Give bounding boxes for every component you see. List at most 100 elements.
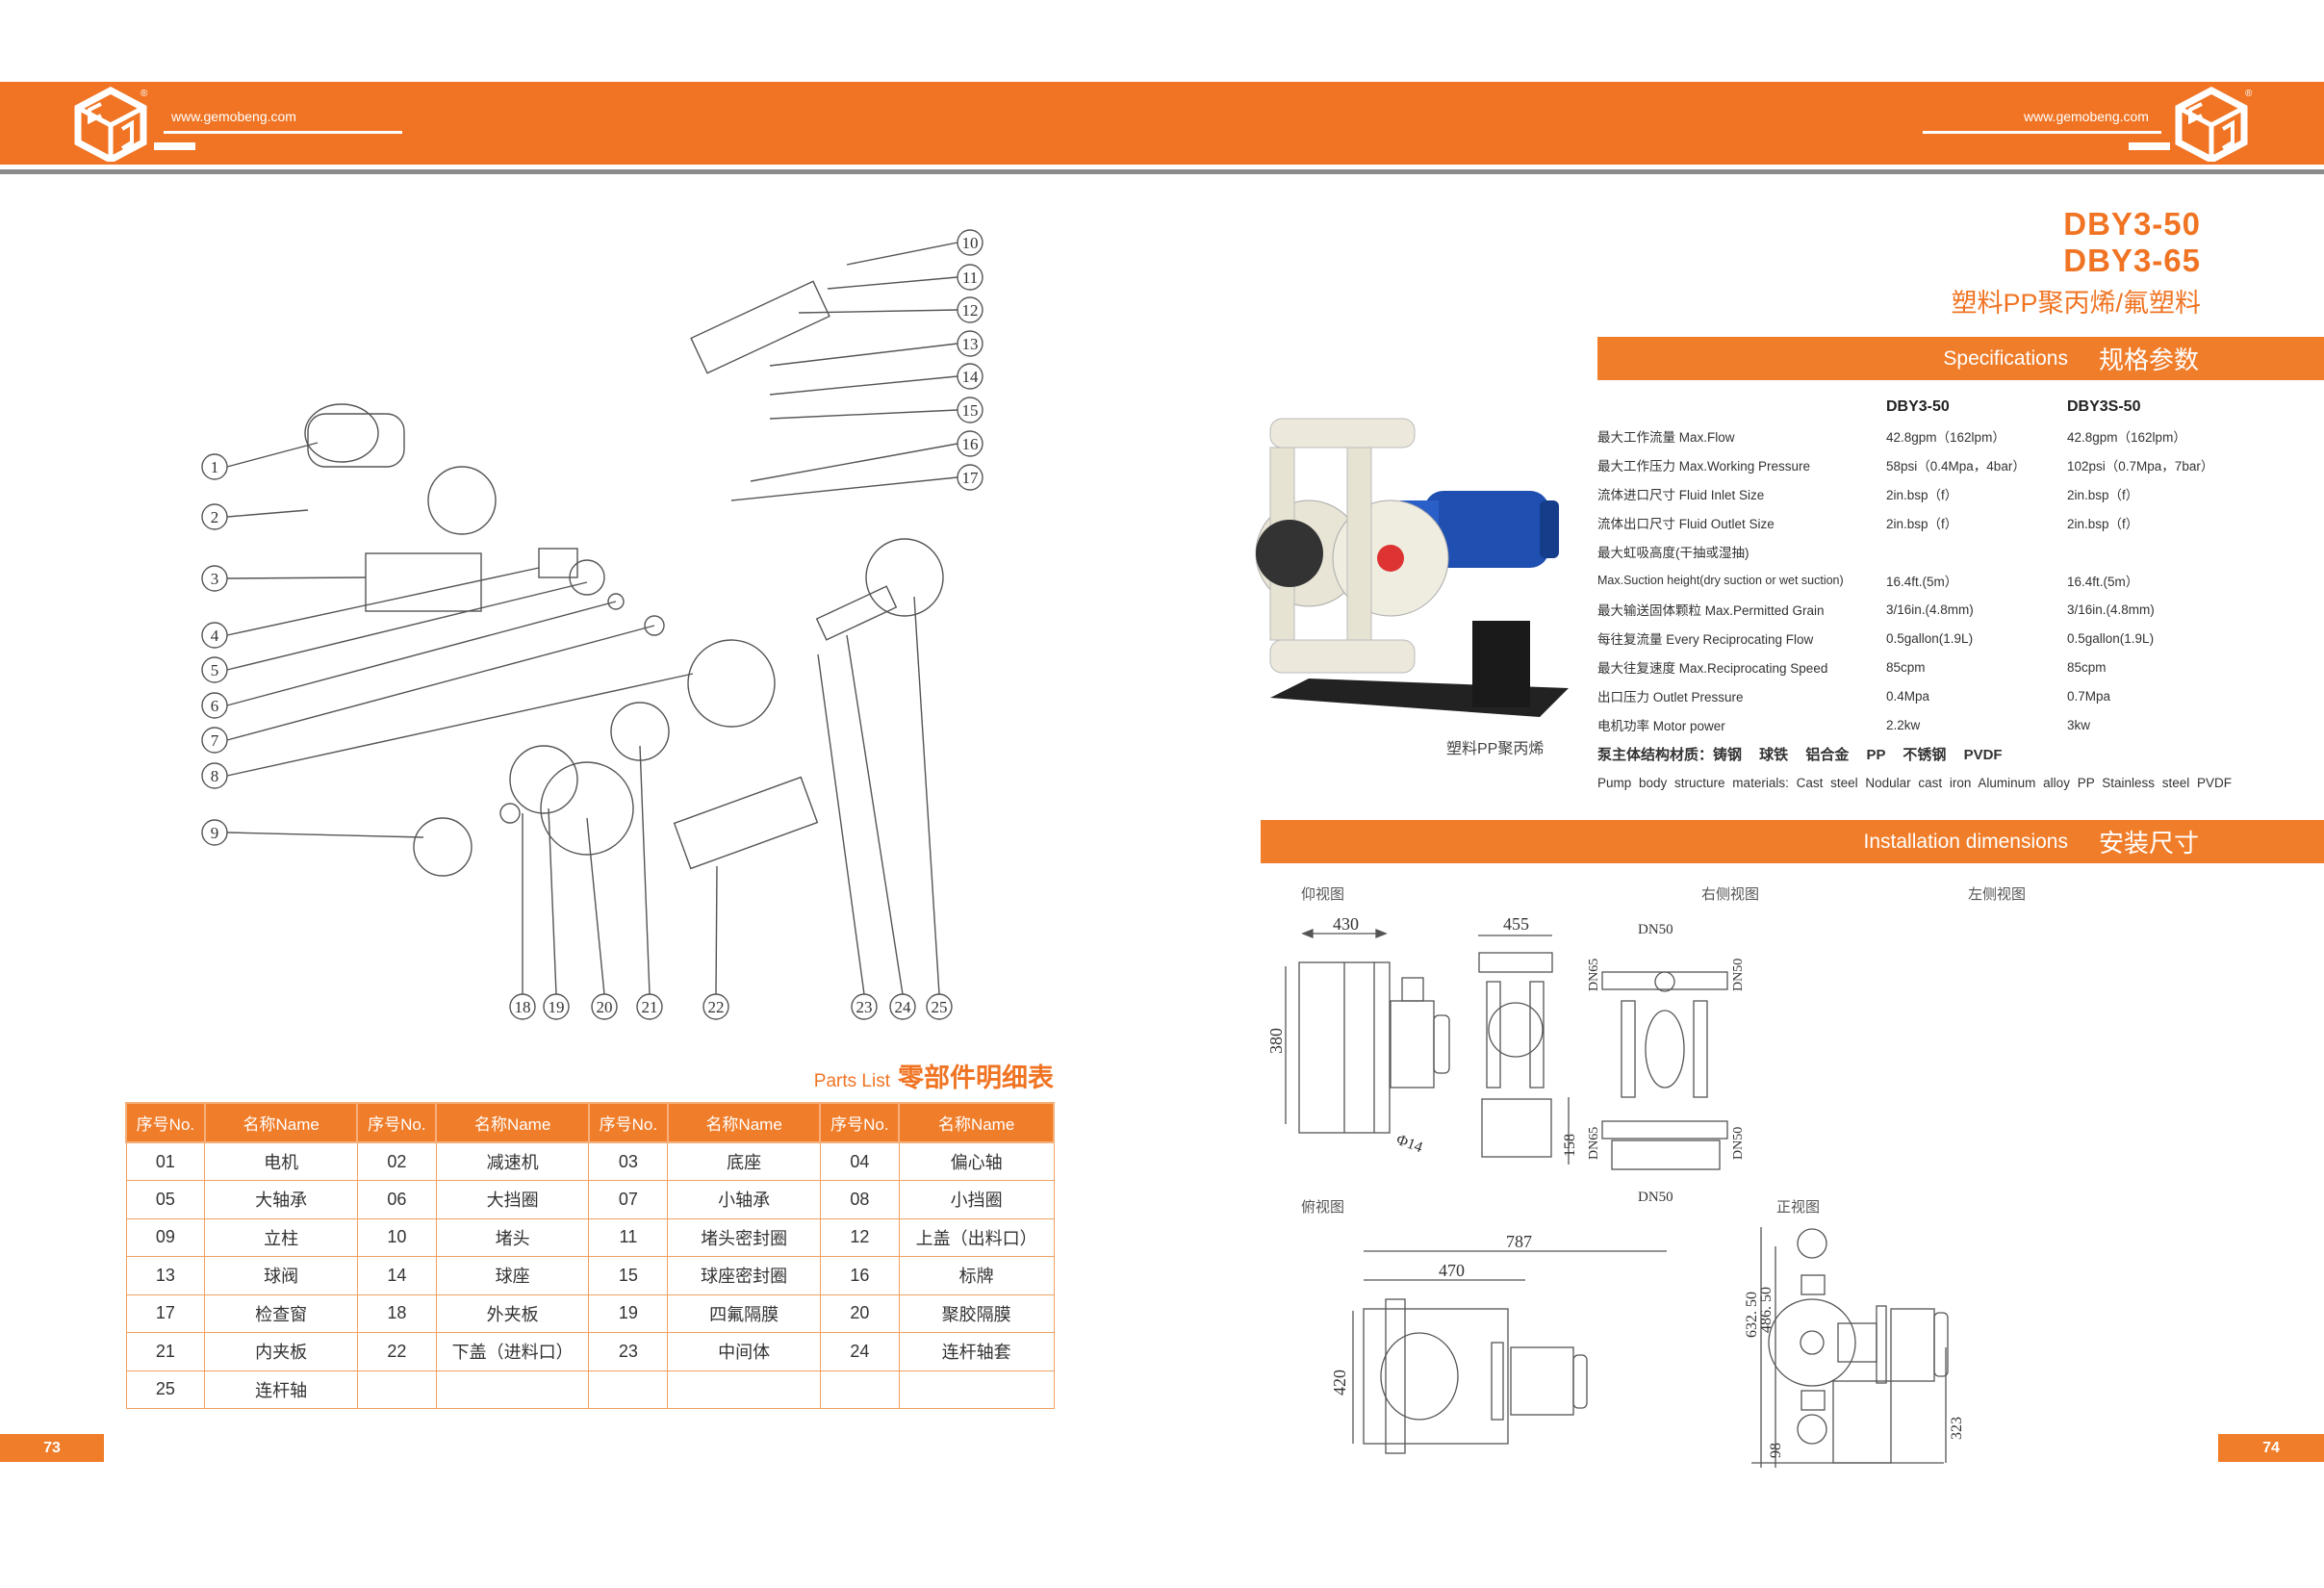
callout-leader <box>827 276 958 290</box>
model-title-1: DBY3-50 <box>2063 206 2201 242</box>
company-logo-right <box>2175 87 2248 162</box>
company-logo <box>74 87 147 162</box>
spec-value: 2in.bsp（f） <box>2067 488 2139 502</box>
spec-label: 流体进口尺寸 Fluid Inlet Size <box>1597 488 1765 502</box>
callout-leader <box>846 242 958 266</box>
part-name: 球座密封圈 <box>667 1256 821 1295</box>
callout-number: 4 <box>211 627 219 645</box>
dim-bottom-width: 430 <box>1333 914 1359 934</box>
callout-number: 8 <box>211 767 219 785</box>
callout-leader <box>730 476 958 501</box>
part-name <box>435 1370 590 1409</box>
callout-circle <box>957 430 983 457</box>
spec-label: Max.Suction height(dry suction or wet su… <box>1597 574 1844 587</box>
header-bar-left <box>154 142 195 150</box>
spec-label: 最大往复速度 Max.Reciprocating Speed <box>1597 661 1828 676</box>
part-number: 10 <box>356 1217 437 1257</box>
view-label-bottom: 仰视图 <box>1301 886 1345 903</box>
spec-value: 2in.bsp（f） <box>2067 517 2139 531</box>
parts-list-title-en: Parts List <box>813 1071 890 1091</box>
website-left[interactable]: www.gemobeng.com <box>171 109 296 124</box>
callout-number: 1 <box>211 458 219 476</box>
callout-number: 25 <box>932 998 948 1016</box>
part-name: 中间体 <box>667 1332 821 1371</box>
spec-row: 每往复流量 Every Reciprocating Flow 0.5gallon(… <box>1597 624 2232 653</box>
spec-value: 3/16in.(4.8mm) <box>2067 602 2155 617</box>
parts-header-cell: 序号No. <box>125 1102 206 1143</box>
parts-header-cell: 名称Name <box>666 1102 822 1143</box>
installation-title-zh: 安装尺寸 <box>2098 829 2199 858</box>
spec-value: 2in.bsp（f） <box>1886 517 1958 531</box>
spec-label: 最大工作压力 Max.Working Pressure <box>1597 459 1811 474</box>
callout-leader <box>750 443 958 482</box>
callout-leader <box>226 832 424 838</box>
specifications-title-en: Specifications <box>1943 346 2068 370</box>
callout-circle <box>636 993 663 1020</box>
part-name: 检查窗 <box>204 1293 358 1333</box>
part-number: 15 <box>588 1256 669 1295</box>
part-number: 08 <box>819 1180 900 1219</box>
left-view-drawing: DN50 DN65 DN50 DN65 DN50 DN50 <box>1587 922 1746 1205</box>
front-view-drawing: 632. 50 486. 50 98 323 <box>1744 1227 1965 1468</box>
callout-circle <box>957 330 983 357</box>
registered-mark: ® <box>140 89 148 99</box>
callout-number: 16 <box>962 435 979 453</box>
part-name: 小轴承 <box>667 1180 821 1219</box>
right-view-drawing: 455 158 <box>1478 914 1578 1165</box>
callout-circle <box>957 363 983 390</box>
callout-leader <box>817 653 865 995</box>
parts-header-cell: 序号No. <box>356 1102 438 1143</box>
callout-number: 6 <box>211 697 219 715</box>
part-name: 球座 <box>435 1256 590 1295</box>
part-number: 01 <box>125 1141 206 1181</box>
part-name: 内夹板 <box>204 1332 358 1371</box>
part-number: 22 <box>356 1332 437 1371</box>
part-name: 四氟隔膜 <box>667 1293 821 1333</box>
callout-number: 5 <box>211 661 219 679</box>
part-name: 连杆轴 <box>204 1370 358 1409</box>
spec-value: 0.5gallon(1.9L) <box>2067 630 2155 646</box>
callout-leader <box>226 576 367 579</box>
callout-number: 24 <box>895 998 912 1016</box>
part-number: 05 <box>125 1180 206 1219</box>
dim-front-total: 632. 50 <box>1744 1292 1760 1338</box>
spec-value: 3/16in.(4.8mm) <box>1886 602 1974 617</box>
parts-header-cell: 名称Name <box>203 1102 359 1143</box>
spec-value: 58psi（0.4Mpa，4bar） <box>1886 459 2026 474</box>
dim-dn65-upper: DN65 <box>1587 959 1601 991</box>
spec-label: 最大工作流量 Max.Flow <box>1597 430 1735 445</box>
installation-drawings: 430 380 Φ14 455 158 DN50 DN65 DN50 DN65 … <box>1266 914 1965 1468</box>
spec-value: 42.8gpm（162lpm） <box>2067 430 2186 445</box>
callout-circle <box>702 993 729 1020</box>
callout-number: 3 <box>211 570 219 588</box>
part-number: 16 <box>819 1256 900 1295</box>
part-name: 底座 <box>667 1141 821 1181</box>
part-number: 25 <box>125 1370 206 1409</box>
specifications-title-zh: 规格参数 <box>2098 346 2199 374</box>
dim-top-pump: 470 <box>1439 1261 1465 1280</box>
website-right[interactable]: www.gemobeng.com <box>2024 109 2149 124</box>
part-name <box>667 1370 821 1409</box>
dim-right-width: 455 <box>1503 914 1529 934</box>
spec-row: Max.Suction height(dry suction or wet su… <box>1597 566 2232 595</box>
spec-label: 每往复流量 Every Reciprocating Flow <box>1597 632 1814 647</box>
dim-bottom-height: 380 <box>1266 1028 1286 1054</box>
part-name: 堵头密封圈 <box>667 1217 821 1257</box>
callout-number: 18 <box>515 998 531 1016</box>
callout-circle <box>509 993 536 1020</box>
callout-leader <box>226 673 694 777</box>
installation-band: Installation dimensions 安装尺寸 <box>1261 820 2324 863</box>
materials-zh: 泵主体结构材质：铸钢 球铁 铝合金 PP 不锈钢 PVDF <box>1597 746 2003 763</box>
callout-circle <box>201 762 228 789</box>
